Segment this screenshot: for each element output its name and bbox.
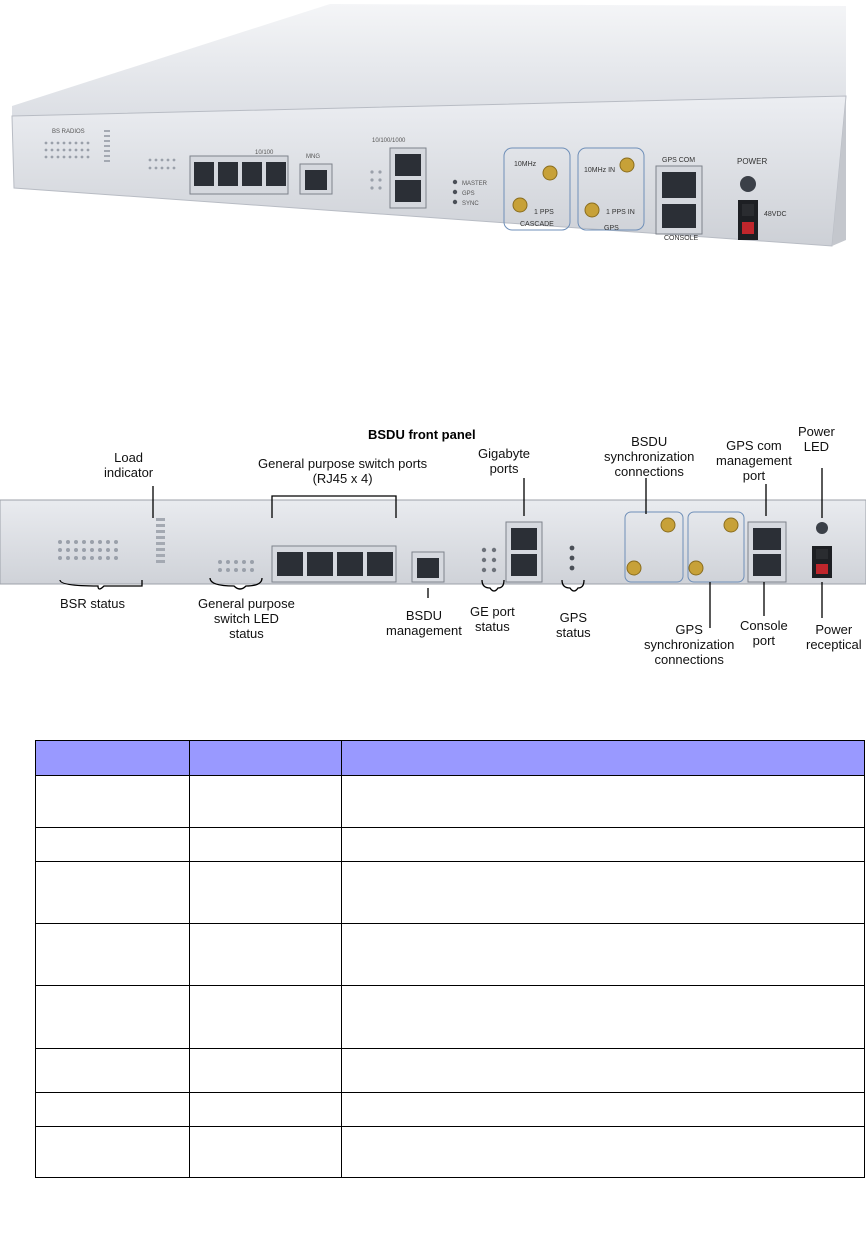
table-cell <box>341 1048 865 1093</box>
switch-led-dots <box>218 560 254 572</box>
load-bar <box>156 518 165 563</box>
front-panel-diagram: BSDU front panel <box>0 418 866 678</box>
ports-label: 10/100 <box>255 150 274 156</box>
table-cell <box>35 1048 190 1093</box>
bs-radio-leds <box>44 141 90 159</box>
callout-switch-ports: General purpose switch ports(RJ45 x 4) <box>258 456 428 486</box>
table-cell <box>341 1126 865 1178</box>
svg-text:MNG: MNG <box>306 154 320 160</box>
console-port <box>662 204 696 228</box>
callout-bsr-status: BSR status <box>60 596 126 611</box>
power-led <box>740 176 756 192</box>
table-cell <box>35 775 190 828</box>
table-cell <box>189 985 342 1049</box>
table-cell <box>341 985 865 1049</box>
svg-text:1 PPS: 1 PPS <box>534 209 554 216</box>
svg-text:10/100/1000: 10/100/1000 <box>372 138 406 144</box>
table-cell <box>341 1092 865 1127</box>
table-row <box>35 1092 865 1127</box>
svg-text:GPS COM: GPS COM <box>662 157 695 164</box>
cascade-1pps-connector <box>512 197 528 213</box>
table-header-cell <box>341 740 865 776</box>
table-cell <box>35 1126 190 1178</box>
table-cell <box>189 923 342 986</box>
table-cell <box>189 827 342 862</box>
table-cell <box>35 861 190 924</box>
panel-title: BSDU front panel <box>368 427 476 442</box>
mng-port <box>305 170 327 190</box>
load-indicator <box>104 130 110 162</box>
svg-text:SYNC: SYNC <box>462 201 479 207</box>
svg-text:MASTER: MASTER <box>462 181 488 187</box>
cascade-10mhz-connector <box>542 165 558 181</box>
svg-text:10MHz: 10MHz <box>514 161 537 168</box>
table-cell <box>189 1048 342 1093</box>
chassis-front <box>11 95 847 247</box>
switch-ports <box>194 162 286 186</box>
table-row <box>35 985 865 1049</box>
gps-com-port <box>662 172 696 198</box>
table-row <box>35 861 865 924</box>
table-cell <box>341 775 865 828</box>
table-row <box>35 923 865 986</box>
svg-text:GPS: GPS <box>462 191 475 197</box>
chassis-top <box>12 4 846 130</box>
svg-text:10MHz IN: 10MHz IN <box>584 167 615 174</box>
svg-text:CONSOLE: CONSOLE <box>664 235 699 242</box>
table-header-cell <box>189 740 342 776</box>
table-cell <box>341 923 865 986</box>
table-cell <box>189 1092 342 1127</box>
table-cell <box>189 775 342 828</box>
switch-leds <box>148 158 176 170</box>
svg-text:1 PPS IN: 1 PPS IN <box>606 209 635 216</box>
table-cell <box>35 923 190 986</box>
gps-1pps-connector <box>584 202 600 218</box>
bsdu-chassis-photo: BS RADIOS 10/100 MNG 10/100/1000 MASTER … <box>11 4 847 247</box>
svg-text:GPS: GPS <box>604 225 619 232</box>
bsr-status-leds <box>58 540 118 560</box>
gps-10mhz-connector <box>619 157 635 173</box>
front-panel-image <box>0 468 866 628</box>
table-header-row <box>35 740 865 776</box>
svg-text:48VDC: 48VDC <box>764 211 787 218</box>
bs-radios-label: BS RADIOS <box>52 129 85 135</box>
gig-port-2 <box>395 180 421 202</box>
table-cell <box>35 827 190 862</box>
table-cell <box>189 1126 342 1178</box>
gig-port-1 <box>395 154 421 176</box>
table-row <box>35 775 865 828</box>
table-row <box>35 1126 865 1178</box>
table-cell <box>189 861 342 924</box>
table-row <box>35 827 865 862</box>
table-cell <box>341 827 865 862</box>
table-header-cell <box>35 740 190 776</box>
svg-text:POWER: POWER <box>737 157 767 166</box>
table-cell <box>341 861 865 924</box>
svg-text:CASCADE: CASCADE <box>520 221 554 228</box>
table-row <box>35 1048 865 1093</box>
spec-table <box>35 740 865 1178</box>
table-cell <box>35 985 190 1049</box>
table-cell <box>35 1092 190 1127</box>
